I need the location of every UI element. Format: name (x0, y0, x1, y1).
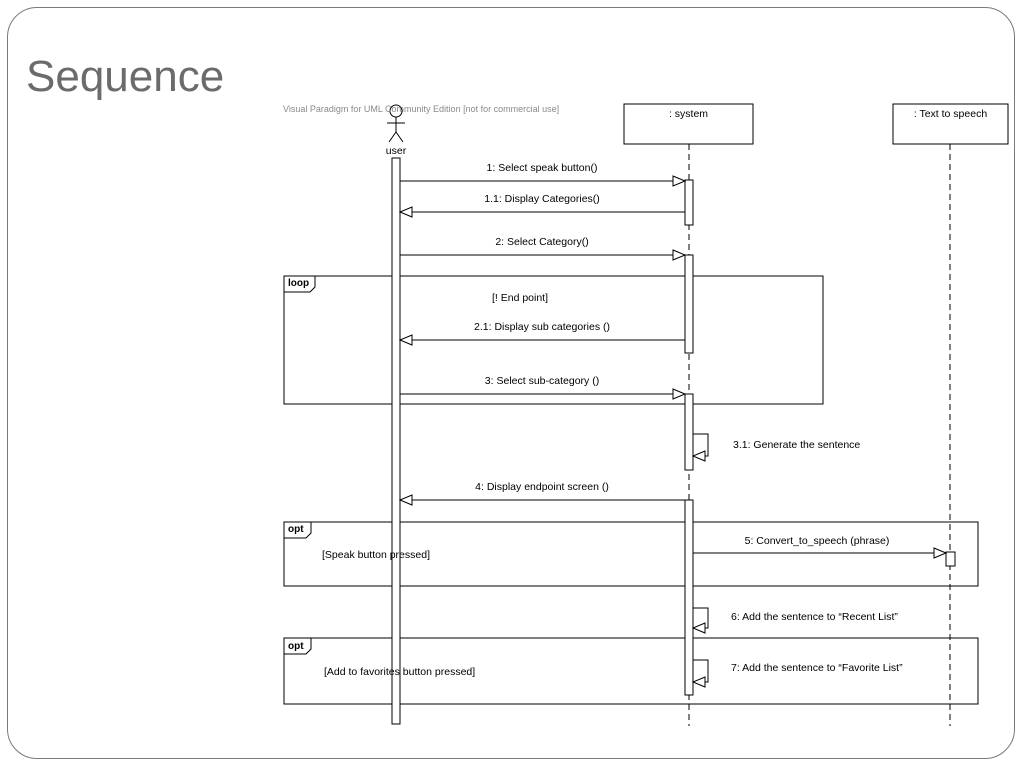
message-label-4: 4: Display endpoint screen () (475, 481, 609, 493)
message-label-3-1: 3.1: Generate the sentence (733, 439, 861, 451)
opt-fragment-favorites (283, 637, 979, 705)
system-activation-1 (684, 179, 694, 226)
message-arrow-7 (693, 659, 709, 682)
slide-frame (7, 7, 1015, 759)
opt-operator-label-1: opt (288, 524, 304, 535)
loop-fragment (283, 275, 824, 405)
watermark-text: Visual Paradigm for UML Community Editio… (283, 104, 560, 114)
tts-activation (945, 551, 956, 567)
message-label-1-1: 1.1: Display Categories() (484, 193, 600, 205)
message-label-2: 2: Select Category() (495, 236, 589, 248)
user-actor-icon (387, 104, 405, 143)
loop-operator-label: loop (288, 278, 310, 289)
opt-guard-2: [Add to favorites button pressed] (324, 666, 476, 678)
tts-label: : Text to speech (913, 108, 988, 120)
message-arrow-3-1 (693, 433, 709, 456)
message-label-7: 7: Add the sentence to “Favorite List” (731, 662, 903, 674)
opt-operator-label-2: opt (288, 641, 304, 652)
system-activation-2 (684, 254, 694, 354)
message-label-6: 6: Add the sentence to “Recent List” (731, 611, 898, 623)
system-activation-3 (684, 393, 694, 471)
slide-title: Sequence (26, 52, 225, 101)
system-participant-box (623, 103, 754, 145)
opt-guard-1: [Speak button pressed] (322, 549, 430, 561)
system-label: : system (668, 108, 709, 120)
user-label: user (385, 145, 407, 157)
opt-fragment-speak (283, 521, 979, 587)
tts-participant-box (892, 103, 1009, 145)
message-label-5: 5: Convert_to_speech (phrase) (744, 535, 890, 547)
user-activation (391, 157, 401, 725)
message-label-3: 3: Select sub-category () (484, 375, 600, 387)
message-label-2-1: 2.1: Display sub categories () (474, 321, 610, 333)
message-arrow-6 (693, 607, 709, 628)
system-activation-4 (684, 499, 694, 696)
loop-guard: [! End point] (491, 292, 549, 304)
message-label-1: 1: Select speak button() (486, 162, 598, 174)
